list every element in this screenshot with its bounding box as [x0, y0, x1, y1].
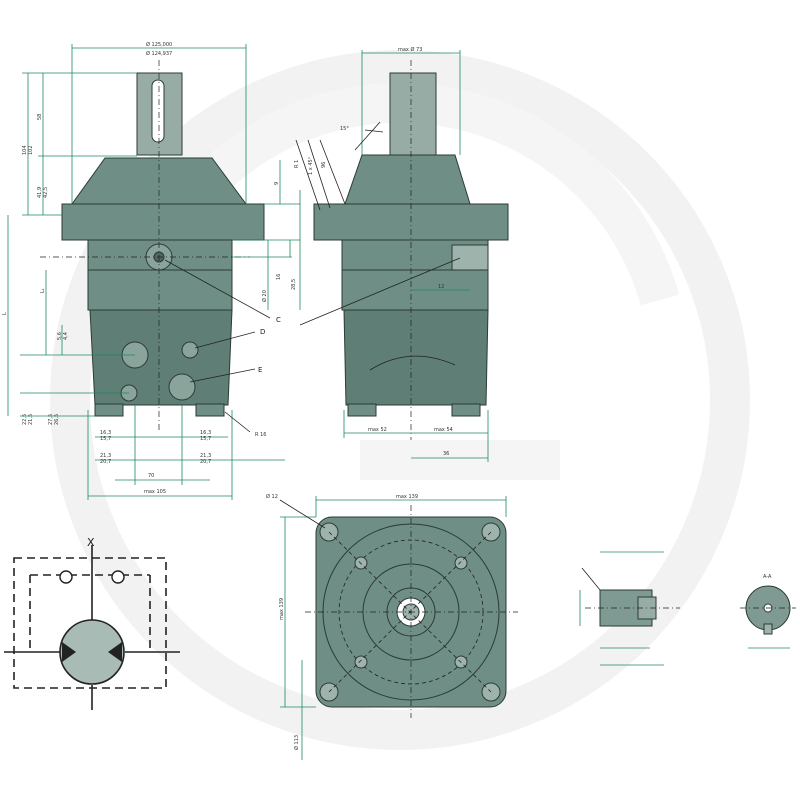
- dim-max-105: max 105: [144, 489, 166, 495]
- dim-21-3-right: 21,3: [200, 453, 211, 459]
- dim-104: 104: [22, 145, 28, 155]
- dim-21-3-left: 21,3: [100, 453, 111, 459]
- front-port-d: [181, 341, 199, 359]
- dim-20-7-right: 20,7: [200, 459, 211, 465]
- key-section-label: A-A: [763, 574, 772, 580]
- label-c: C: [276, 316, 281, 324]
- side-top-cap: [344, 154, 471, 205]
- motor-symbol-icon: [59, 619, 125, 685]
- dim-102: 102: [28, 145, 34, 155]
- dim-28-5: 28,5: [291, 279, 297, 290]
- dim-max-139-vertical: max 139: [279, 598, 285, 620]
- screw-tl: [354, 556, 368, 570]
- dim-r1: R 1: [294, 160, 300, 168]
- dim-l: L: [2, 312, 8, 315]
- front-body-lower: [89, 309, 233, 406]
- front-view: Ø 125,000 Ø 124,937 104 102 58 41,9 42,5…: [2, 41, 301, 500]
- dim-max-54: max 54: [434, 427, 453, 433]
- dim-16: 16: [276, 274, 282, 280]
- side-body-lower: [343, 309, 489, 406]
- dim-15-7-right: 15,7: [200, 436, 211, 442]
- dim-42-5: 42,5: [43, 187, 49, 198]
- dim-top-diameter-min: Ø 124,937: [146, 50, 172, 57]
- dim-58: 58: [37, 114, 43, 120]
- dim-12: 12: [438, 284, 444, 290]
- screw-bl: [354, 655, 368, 669]
- dim-4-4: 4,4: [63, 332, 69, 340]
- side-foot-left: [347, 403, 377, 417]
- side-foot-right: [451, 403, 481, 417]
- schematic-x-label: X: [87, 536, 95, 549]
- dim-5-6: 5,6: [57, 332, 63, 340]
- front-foot-right: [195, 403, 225, 417]
- dim-36: 36: [443, 451, 449, 457]
- dim-dia-113: Ø 113: [293, 735, 300, 750]
- shaft-detail: [579, 551, 680, 666]
- dim-l1: L₁: [40, 288, 46, 293]
- dim-20-7-left: 20,7: [100, 459, 111, 465]
- dim-22-5: 22,5: [22, 414, 28, 425]
- screw-tr: [454, 556, 468, 570]
- dim-r16: R 16: [255, 432, 266, 438]
- key-section: A-A: [740, 574, 796, 649]
- check-valve-left-icon: [59, 570, 73, 584]
- front-flange: [61, 203, 265, 241]
- dim-15-7-left: 15,7: [100, 436, 111, 442]
- dim-96: 96: [321, 162, 327, 168]
- hydraulic-symbol: X: [4, 536, 180, 710]
- dim-16-3-left: 16,3: [100, 430, 111, 436]
- dim-9: 9: [274, 182, 280, 185]
- bottom-view: max 139 max 139 Ø 12 Ø 113: [266, 493, 518, 760]
- dim-21-5: 21,5: [28, 414, 34, 425]
- front-body-middle: [87, 269, 233, 311]
- front-foot-left: [94, 403, 124, 417]
- dim-dia-12: Ø 12: [266, 493, 278, 500]
- label-e: E: [258, 366, 262, 374]
- dim-max-dia-73: max Ø 73: [398, 46, 422, 53]
- dim-max-139-horizontal: max 139: [396, 494, 418, 500]
- front-shaft-keyway: [151, 79, 165, 143]
- side-view: max Ø 73 15° R 1 1 x 45° 96 12 max 52 ma…: [294, 46, 509, 462]
- front-port-e: [168, 373, 196, 401]
- side-shaft: [389, 72, 437, 156]
- dim-max-52: max 52: [368, 427, 387, 433]
- side-port-fitting: [451, 244, 489, 271]
- dim-41-9: 41,9: [37, 187, 43, 198]
- dim-27-5: 27,5: [48, 414, 54, 425]
- dim-top-diameter-max: Ø 125,000: [146, 41, 172, 48]
- dim-16-3-right: 16,3: [200, 430, 211, 436]
- dim-angle-15: 15°: [340, 126, 349, 132]
- dim-26-5: 26,5: [54, 414, 60, 425]
- dim-70: 70: [148, 473, 154, 479]
- dim-chamfer: 1 x 45°: [308, 156, 314, 175]
- check-valve-right-icon: [111, 570, 125, 584]
- dim-dia-20: Ø 20: [261, 290, 268, 302]
- label-d: D: [260, 328, 265, 336]
